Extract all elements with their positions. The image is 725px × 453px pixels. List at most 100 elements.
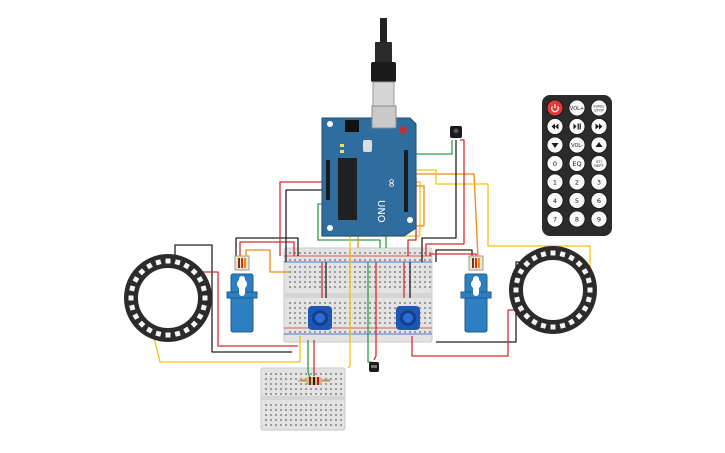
neopixel-led bbox=[517, 305, 525, 312]
neopixel-led bbox=[155, 259, 162, 266]
remote-button-4[interactable]: 4 bbox=[546, 192, 564, 209]
remote-button-eq[interactable]: EQ bbox=[568, 155, 586, 172]
arduino-uno-board[interactable]: ∞ UNO bbox=[321, 105, 417, 237]
neopixel-ring-left[interactable] bbox=[124, 254, 212, 342]
remote-button-9[interactable]: 9 bbox=[590, 210, 608, 228]
neopixel-led bbox=[531, 254, 538, 262]
resistor[interactable] bbox=[298, 377, 330, 385]
neopixel-led bbox=[129, 285, 136, 292]
neopixel-led bbox=[202, 295, 208, 301]
svg-text:REPT: REPT bbox=[594, 164, 604, 168]
svg-text:ST/: ST/ bbox=[596, 160, 602, 164]
neopixel-ring-right[interactable] bbox=[509, 246, 597, 334]
wire-red bbox=[425, 139, 465, 256]
wire-red bbox=[279, 181, 330, 256]
light-sensor[interactable] bbox=[369, 362, 379, 372]
previous-icon bbox=[551, 123, 559, 130]
up-arrow-icon bbox=[595, 142, 603, 147]
remote-button-6[interactable]: 6 bbox=[590, 192, 608, 209]
neopixel-led bbox=[200, 285, 207, 292]
neopixel-led bbox=[200, 304, 207, 311]
remote-button-funcstop[interactable]: FUNC/STOP bbox=[590, 99, 608, 117]
neopixel-led bbox=[155, 330, 162, 337]
neopixel-led bbox=[585, 277, 592, 284]
remote-button-power[interactable] bbox=[546, 99, 564, 117]
neopixel-led bbox=[190, 320, 198, 328]
neopixel-led bbox=[513, 287, 519, 293]
wire-black bbox=[174, 244, 292, 353]
servo-right[interactable] bbox=[460, 255, 492, 333]
potentiometer-left[interactable] bbox=[308, 306, 332, 330]
wire-green bbox=[411, 140, 453, 166]
svg-text:STOP: STOP bbox=[594, 109, 604, 113]
neopixel-led bbox=[581, 268, 589, 275]
neopixel-led bbox=[132, 313, 140, 320]
neopixel-led bbox=[550, 250, 556, 256]
remote-button-strept[interactable]: ST/REPT bbox=[590, 155, 608, 172]
remote-button-7[interactable]: 7 bbox=[546, 210, 564, 228]
wire-orange bbox=[412, 173, 479, 259]
neopixel-led bbox=[587, 287, 593, 293]
svg-text:EQ: EQ bbox=[572, 160, 581, 168]
remote-button-prev[interactable] bbox=[546, 118, 564, 135]
remote-button-5[interactable]: 5 bbox=[568, 192, 586, 209]
remote-button-8[interactable]: 8 bbox=[568, 210, 586, 228]
mini-breadboard[interactable] bbox=[260, 367, 346, 431]
atmega-chip bbox=[338, 158, 357, 220]
neopixel-led bbox=[196, 313, 204, 320]
remote-button-down[interactable] bbox=[546, 136, 564, 154]
neopixel-led bbox=[138, 268, 146, 276]
potentiometer-right[interactable] bbox=[396, 306, 420, 330]
remote-button-vol-[interactable]: VOL- bbox=[568, 136, 586, 154]
svg-text:5: 5 bbox=[575, 197, 579, 205]
neopixel-led bbox=[550, 324, 556, 330]
neopixel-led bbox=[575, 260, 583, 268]
neopixel-led bbox=[146, 326, 153, 334]
neopixel-led bbox=[568, 254, 575, 262]
power-icon bbox=[551, 104, 559, 113]
neopixel-led bbox=[132, 276, 140, 283]
neopixel-led bbox=[559, 251, 566, 258]
neopixel-led bbox=[585, 296, 592, 303]
remote-button-1[interactable]: 1 bbox=[546, 173, 564, 191]
wire-red bbox=[203, 271, 298, 347]
remote-button-next[interactable] bbox=[590, 118, 608, 135]
neopixel-led bbox=[196, 276, 204, 283]
wire-red bbox=[239, 241, 295, 258]
wire-black bbox=[421, 140, 457, 262]
remote-button-play[interactable] bbox=[568, 118, 586, 135]
neopixel-led bbox=[190, 268, 198, 276]
neopixel-led bbox=[514, 296, 521, 303]
neopixel-led bbox=[129, 304, 136, 311]
svg-text:9: 9 bbox=[597, 215, 601, 223]
svg-text:∞: ∞ bbox=[385, 178, 399, 188]
remote-button-2[interactable]: 2 bbox=[568, 173, 586, 191]
svg-text:FUNC/: FUNC/ bbox=[593, 105, 605, 109]
svg-text:3: 3 bbox=[597, 178, 601, 186]
neopixel-led bbox=[514, 277, 521, 284]
svg-text:6: 6 bbox=[597, 197, 601, 205]
remote-button-0[interactable]: 0 bbox=[546, 155, 564, 172]
ir-receiver[interactable] bbox=[450, 126, 462, 138]
remote-button-vol+[interactable]: VOL+ bbox=[568, 99, 586, 117]
remote-button-up[interactable] bbox=[590, 136, 608, 154]
wire-black bbox=[235, 237, 299, 258]
reset-button[interactable] bbox=[399, 126, 407, 134]
down-arrow-icon bbox=[551, 143, 559, 148]
board-leds bbox=[340, 144, 344, 153]
neopixel-led bbox=[568, 318, 575, 326]
neopixel-led bbox=[165, 258, 171, 264]
svg-text:4: 4 bbox=[553, 197, 557, 205]
servo-left[interactable] bbox=[226, 255, 258, 333]
neopixel-led bbox=[183, 326, 190, 334]
neopixel-led bbox=[174, 330, 181, 337]
svg-text:1: 1 bbox=[553, 178, 557, 186]
remote-button-3[interactable]: 3 bbox=[590, 173, 608, 191]
neopixel-led bbox=[174, 259, 181, 266]
neopixel-led bbox=[575, 312, 583, 320]
wire-green bbox=[367, 262, 372, 363]
neopixel-led bbox=[138, 320, 146, 328]
wire-black bbox=[285, 189, 330, 262]
